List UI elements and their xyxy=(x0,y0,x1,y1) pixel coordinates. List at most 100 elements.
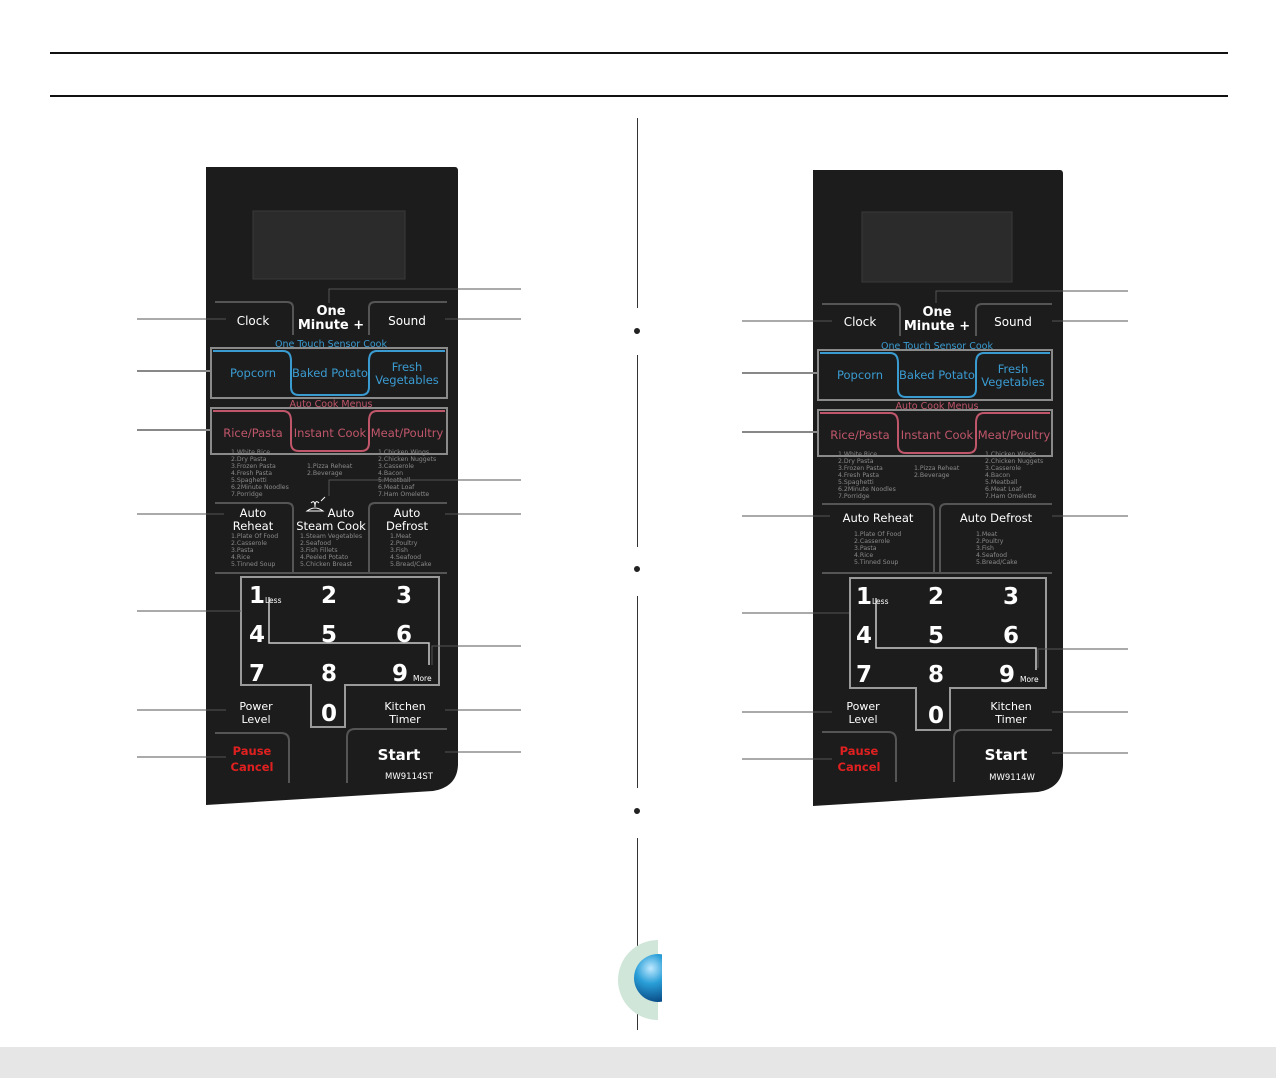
digit-5-button[interactable]: 5 xyxy=(928,623,944,649)
digit-0-button[interactable]: 0 xyxy=(321,701,337,727)
menu-item: 4.Peeled Potato xyxy=(300,554,348,561)
instant-cook-button[interactable]: Instant Cook xyxy=(901,428,974,442)
menu-item: 1.Steam Vegetables xyxy=(300,533,362,540)
menu-item: 1.White Rice xyxy=(838,451,877,458)
popcorn-button[interactable]: Popcorn xyxy=(230,366,276,380)
digit-1-button[interactable]: 1 xyxy=(249,583,265,609)
menu-item: 3.Fish Fillets xyxy=(300,547,338,554)
menu-item: 1.Pizza Reheat xyxy=(914,465,960,472)
digit-9-button[interactable]: 9 xyxy=(999,662,1015,688)
fresh-vegetables-button[interactable]: Fresh xyxy=(392,360,423,374)
digit-5-button[interactable]: 5 xyxy=(321,622,337,648)
pause-cancel-button-line2[interactable]: Cancel xyxy=(838,760,881,774)
rice-pasta-button[interactable]: Rice/Pasta xyxy=(830,428,889,442)
digit-4-button[interactable]: 4 xyxy=(249,622,265,648)
sensor-cook-heading: One Touch Sensor Cook xyxy=(881,341,993,352)
menu-item: 3.Casserole xyxy=(985,465,1021,472)
power-level-button[interactable]: Power xyxy=(846,700,880,713)
divider-dot xyxy=(634,566,640,572)
meat-poultry-button[interactable]: Meat/Poultry xyxy=(371,426,444,440)
power-level-button-line2[interactable]: Level xyxy=(241,713,270,726)
power-level-button-line2[interactable]: Level xyxy=(848,713,877,726)
menu-item: 2.Poultry xyxy=(976,538,1004,545)
menu-item: 5.Meatball xyxy=(378,477,411,484)
digit-6-button[interactable]: 6 xyxy=(396,622,412,648)
globe-logo-icon xyxy=(618,940,662,1020)
menu-item: 3.Pasta xyxy=(854,545,877,552)
header-rule xyxy=(50,95,1228,97)
sensor-cook-heading: One Touch Sensor Cook xyxy=(275,339,387,350)
digit-8-button[interactable]: 8 xyxy=(928,662,944,688)
menu-item: 3.Frozen Pasta xyxy=(838,465,883,472)
auto-steam-cook-button[interactable]: Auto xyxy=(328,506,355,520)
start-button[interactable]: Start xyxy=(985,746,1028,764)
digit-9-button[interactable]: 9 xyxy=(392,661,408,687)
menu-item: 6.2Minute Noodles xyxy=(838,486,896,493)
menu-item: 2.Casserole xyxy=(231,540,267,547)
sound-button[interactable]: Sound xyxy=(388,314,426,328)
pause-cancel-button-line2[interactable]: Cancel xyxy=(231,760,274,774)
popcorn-button[interactable]: Popcorn xyxy=(837,368,883,382)
menu-item: 3.Fish xyxy=(976,545,994,552)
baked-potato-button[interactable]: Baked Potato xyxy=(899,368,975,382)
auto-steam-cook-button-line2[interactable]: Steam Cook xyxy=(296,519,366,533)
digit-3-button[interactable]: 3 xyxy=(396,583,412,609)
one-minute-button[interactable]: One xyxy=(316,304,345,319)
start-button[interactable]: Start xyxy=(378,746,421,764)
kitchen-timer-button[interactable]: Kitchen xyxy=(384,700,425,713)
digit-8-button[interactable]: 8 xyxy=(321,661,337,687)
auto-defrost-button-line2[interactable]: Defrost xyxy=(386,519,428,533)
auto-defrost-button[interactable]: Auto Defrost xyxy=(960,511,1033,525)
menu-item: 2.Dry Pasta xyxy=(231,456,267,463)
more-label: More xyxy=(413,674,432,683)
power-level-button[interactable]: Power xyxy=(239,700,273,713)
kitchen-timer-button-line2[interactable]: Timer xyxy=(994,713,1027,726)
pause-cancel-button[interactable]: Pause xyxy=(840,744,879,758)
digit-6-button[interactable]: 6 xyxy=(1003,623,1019,649)
auto-reheat-button[interactable]: Auto xyxy=(240,506,267,520)
steam-icon xyxy=(305,496,326,512)
menu-item: 2.Chicken Nuggets xyxy=(378,456,436,463)
digit-0-button[interactable]: 0 xyxy=(928,703,944,729)
digit-3-button[interactable]: 3 xyxy=(1003,584,1019,610)
auto-defrost-button[interactable]: Auto xyxy=(394,506,421,520)
instant-cook-button[interactable]: Instant Cook xyxy=(294,426,367,440)
one-minute-button[interactable]: One xyxy=(922,305,951,320)
menu-item: 3.Pasta xyxy=(231,547,254,554)
fresh-vegetables-button[interactable]: Fresh xyxy=(998,362,1029,376)
digit-2-button[interactable]: 2 xyxy=(321,583,337,609)
menu-item: 2.Beverage xyxy=(307,470,343,477)
pause-cancel-button[interactable]: Pause xyxy=(233,744,272,758)
menu-item: 2.Chicken Nuggets xyxy=(985,458,1043,465)
control-panel-left: Clock One Minute + Sound One Touch Senso… xyxy=(203,165,459,807)
rice-pasta-button[interactable]: Rice/Pasta xyxy=(223,426,282,440)
menu-item: 1.Chicken Wings xyxy=(378,449,429,456)
digit-7-button[interactable]: 7 xyxy=(856,662,872,688)
digit-7-button[interactable]: 7 xyxy=(249,661,265,687)
menu-item: 5.Chicken Breast xyxy=(300,561,353,568)
sound-button[interactable]: Sound xyxy=(994,315,1032,329)
fresh-vegetables-button-line2[interactable]: Vegetables xyxy=(375,373,439,387)
auto-cook-heading: Auto Cook Menus xyxy=(896,401,979,412)
footer-bar xyxy=(0,1047,1276,1078)
auto-reheat-button[interactable]: Auto Reheat xyxy=(843,511,914,525)
kitchen-timer-button-line2[interactable]: Timer xyxy=(388,713,421,726)
menu-item: 3.Frozen Pasta xyxy=(231,463,276,470)
fresh-vegetables-button-line2[interactable]: Vegetables xyxy=(981,375,1045,389)
digit-4-button[interactable]: 4 xyxy=(856,623,872,649)
one-minute-button-line2[interactable]: Minute + xyxy=(298,318,364,333)
menu-item: 5.Tinned Soup xyxy=(854,559,898,566)
clock-button[interactable]: Clock xyxy=(237,314,270,328)
menu-item: 2.Poultry xyxy=(390,540,418,547)
digit-2-button[interactable]: 2 xyxy=(928,584,944,610)
meat-poultry-button[interactable]: Meat/Poultry xyxy=(978,428,1051,442)
digit-1-button[interactable]: 1 xyxy=(856,584,872,610)
menu-item: 4.Fresh Pasta xyxy=(838,472,879,479)
divider-dot xyxy=(634,328,640,334)
menu-item: 1.Chicken Wings xyxy=(985,451,1036,458)
clock-button[interactable]: Clock xyxy=(844,315,877,329)
auto-reheat-button-line2[interactable]: Reheat xyxy=(233,519,274,533)
one-minute-button-line2[interactable]: Minute + xyxy=(904,319,970,334)
baked-potato-button[interactable]: Baked Potato xyxy=(292,366,368,380)
kitchen-timer-button[interactable]: Kitchen xyxy=(990,700,1031,713)
